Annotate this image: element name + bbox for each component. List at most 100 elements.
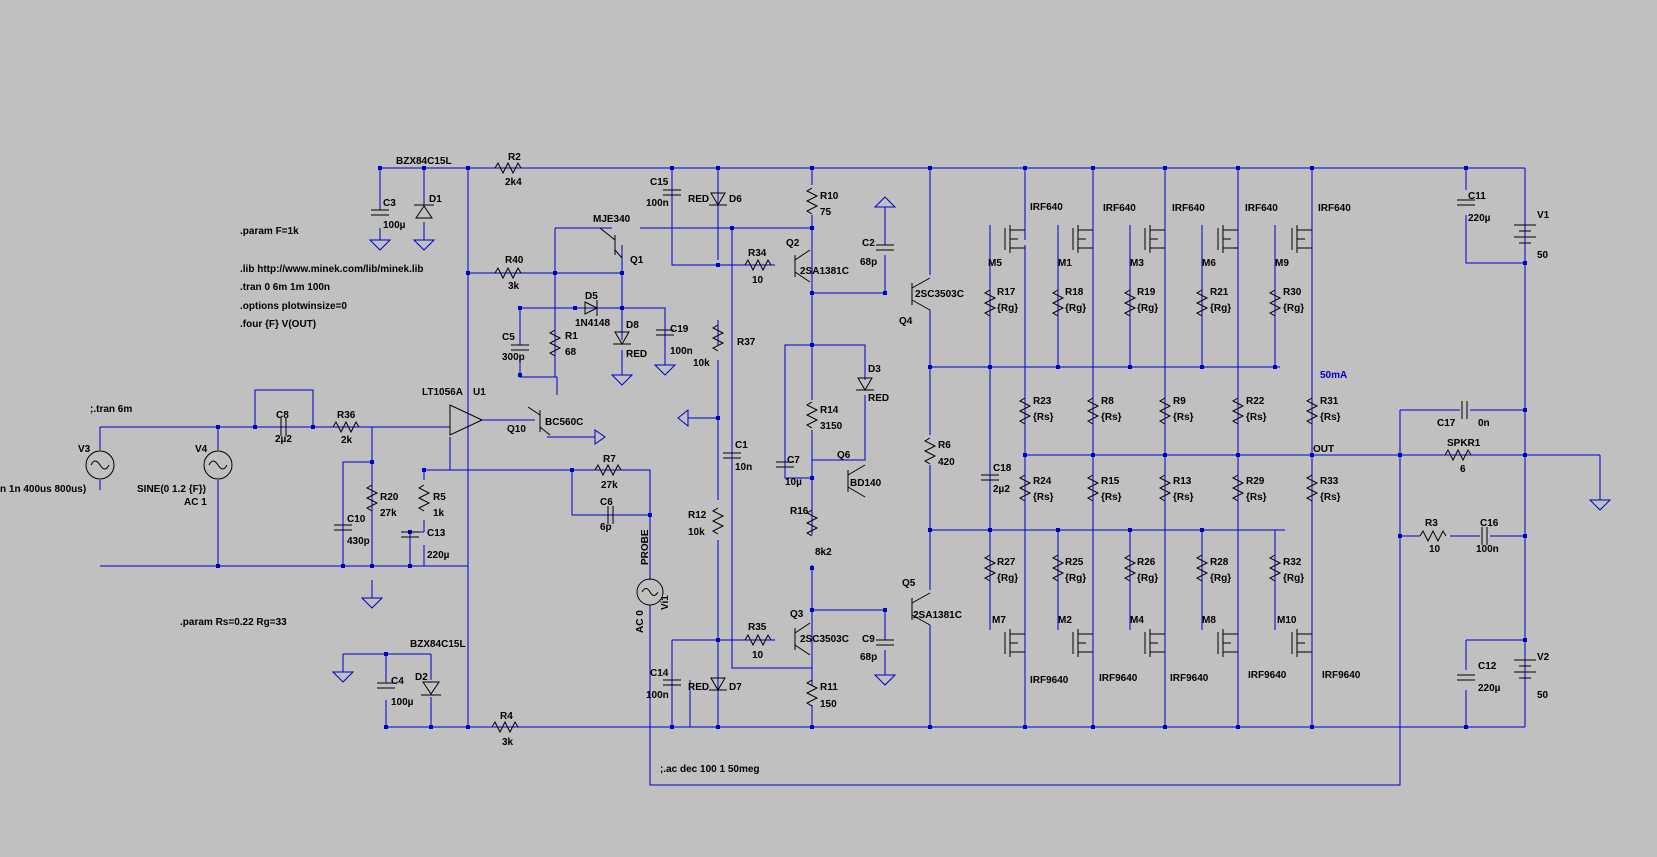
- r1-name: R1: [565, 331, 578, 342]
- v1-value: 50: [1537, 250, 1549, 261]
- c9-value: 68p: [860, 652, 877, 663]
- c3-symbol: [371, 209, 389, 216]
- d8-part: RED: [626, 349, 647, 360]
- r6-value: 420: [938, 457, 955, 468]
- r23-name: R23: [1033, 396, 1052, 407]
- r15-name: R15: [1101, 476, 1120, 487]
- q5-symbol: [911, 592, 931, 626]
- c15-value: 100n: [646, 198, 669, 209]
- directive-param-rs: .param Rs=0.22 Rg=33: [180, 617, 287, 628]
- r19-value: {Rg}: [1137, 303, 1158, 314]
- ground-icon: [610, 374, 634, 386]
- r10-symbol: [805, 187, 819, 215]
- m2-part: IRF9640: [1099, 673, 1138, 684]
- q4-name: Q4: [899, 316, 913, 327]
- c11-value: 220µ: [1468, 213, 1491, 224]
- c2-symbol: [876, 244, 894, 251]
- m8-name: M8: [1202, 615, 1216, 626]
- c4-name: C4: [391, 676, 404, 687]
- r6-name: R6: [938, 440, 951, 451]
- r6-symbol: [923, 437, 937, 465]
- r7-value: 27k: [601, 480, 618, 491]
- r2-value: 2k4: [505, 177, 522, 188]
- v3-symbol: [85, 450, 115, 480]
- r31-name: R31: [1320, 396, 1339, 407]
- r2-symbol: [494, 161, 522, 175]
- r28-symbol: [1195, 554, 1209, 582]
- r20-value: 27k: [380, 508, 397, 519]
- c14-name: C14: [650, 668, 669, 679]
- directive-tran-comment: ;.tran 6m: [90, 404, 132, 415]
- r4-symbol: [491, 720, 519, 734]
- c11-symbol: [1457, 199, 1475, 206]
- r22-symbol: [1231, 397, 1245, 425]
- r13-value: {Rs}: [1173, 492, 1194, 503]
- r8-symbol: [1086, 397, 1100, 425]
- c8-name: C8: [276, 410, 289, 421]
- c11-name: C11: [1468, 191, 1486, 202]
- r15-symbol: [1086, 474, 1100, 502]
- d6-name: D6: [729, 194, 742, 205]
- c15-symbol: [663, 189, 681, 196]
- d7-symbol: [709, 677, 727, 691]
- r8-value: {Rs}: [1101, 412, 1122, 423]
- c6-value: 6p: [600, 522, 612, 533]
- c12-symbol: [1457, 674, 1475, 681]
- r3-value: 10: [1429, 544, 1441, 555]
- r19-symbol: [1123, 289, 1137, 317]
- r27-symbol: [983, 554, 997, 582]
- junction-dots: [216, 166, 1527, 729]
- r24-value: {Rs}: [1033, 492, 1054, 503]
- r16-symbol: [805, 509, 819, 537]
- v4-name: V4: [195, 444, 208, 455]
- r32-symbol: [1268, 554, 1282, 582]
- spkr-value: 6: [1460, 464, 1466, 475]
- d5-symbol: [584, 300, 599, 316]
- c17-value: 0n: [1478, 418, 1490, 429]
- c6-symbol: [607, 506, 614, 524]
- r36-value: 2k: [341, 435, 353, 446]
- r24-symbol: [1018, 474, 1032, 502]
- spkr-symbol: [1444, 448, 1472, 462]
- r24-name: R24: [1033, 476, 1052, 487]
- c16-value: 100n: [1476, 544, 1499, 555]
- c8-value: 2µ2: [275, 434, 292, 445]
- d6-symbol: [709, 192, 727, 206]
- r1-value: 68: [565, 347, 577, 358]
- m8-part: IRF9640: [1248, 670, 1287, 681]
- r35-value: 10: [752, 650, 764, 661]
- d1-part: BZX84C15L: [396, 156, 452, 167]
- r5-symbol: [417, 484, 431, 512]
- r28-value: {Rg}: [1210, 573, 1231, 584]
- c18-name: C18: [993, 463, 1012, 474]
- c3-name: C3: [383, 198, 396, 209]
- d5-name: D5: [585, 291, 598, 302]
- r27-name: R27: [997, 557, 1016, 568]
- r10-name: R10: [820, 191, 839, 202]
- ground-icon: [873, 674, 897, 686]
- q6-name: Q6: [837, 450, 851, 461]
- v3-name: V3: [78, 444, 91, 455]
- q5-name: Q5: [902, 578, 916, 589]
- r16-name: R16: [790, 506, 809, 517]
- q4-symbol: [911, 277, 931, 311]
- r21-symbol: [1195, 289, 1209, 317]
- directive-four: .four {F} V(OUT): [240, 319, 316, 330]
- q10-name: Q10: [507, 424, 526, 435]
- c13-name: C13: [427, 528, 446, 539]
- q2-symbol: [794, 249, 811, 283]
- r30-name: R30: [1283, 287, 1302, 298]
- r35-name: R35: [748, 622, 767, 633]
- c17-symbol: [1461, 401, 1468, 419]
- m5-symbol: [1004, 225, 1025, 253]
- c1-symbol: [723, 452, 741, 459]
- m6-part: IRF640: [1245, 203, 1278, 214]
- r33-name: R33: [1320, 476, 1339, 487]
- m7-symbol: [1004, 629, 1025, 657]
- c8-symbol: [280, 418, 287, 436]
- r14-symbol: [805, 401, 819, 429]
- v1-symbol: [1514, 224, 1536, 244]
- r36-symbol: [332, 420, 360, 434]
- r18-symbol: [1051, 289, 1065, 317]
